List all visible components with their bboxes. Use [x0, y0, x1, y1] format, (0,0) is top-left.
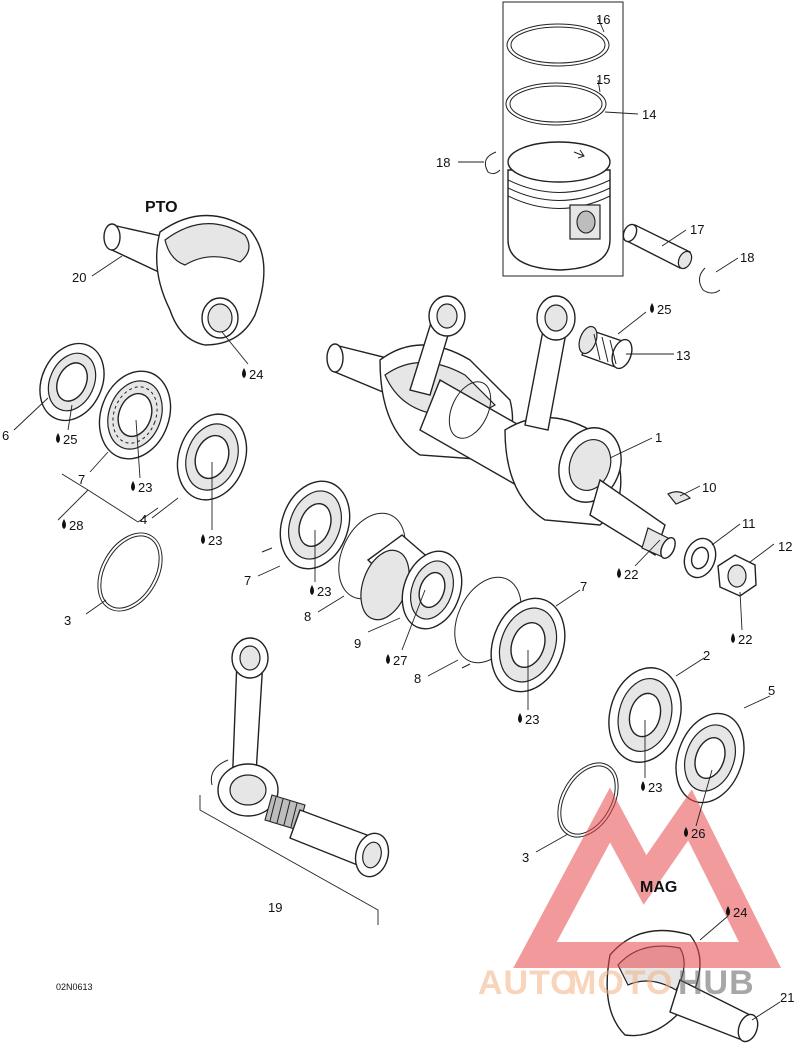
nut-12: [717, 554, 757, 597]
seal-5: [675, 712, 745, 804]
piston: [507, 169, 611, 271]
watermark-logo: AUTO MOTO HUB: [478, 787, 782, 1002]
lube-27: 27: [386, 653, 407, 668]
callout-20: 20: [72, 270, 86, 285]
callout-5: 5: [768, 683, 775, 698]
svg-text:25: 25: [63, 432, 77, 447]
lube-25-left: 25: [56, 432, 77, 447]
svg-text:23: 23: [317, 584, 331, 599]
con-rod-left: [409, 295, 466, 396]
lube-23-bearing-7-center: 23: [310, 584, 331, 599]
callout-15: 15: [596, 72, 610, 87]
callout-10: 10: [702, 480, 716, 495]
svg-text:27: 27: [393, 653, 407, 668]
svg-text:24: 24: [733, 905, 747, 920]
lube-22-nut: 22: [731, 632, 752, 647]
needle-bearing-13: [578, 325, 633, 370]
callout-3-left: 3: [64, 613, 71, 628]
lube-25-top: 25: [650, 302, 671, 317]
dowel-pin-7: [261, 547, 273, 553]
piston-group: [484, 1, 721, 294]
callout-1: 1: [655, 430, 662, 445]
callout-18-top: 18: [436, 155, 450, 170]
pto-crank-half-20: [103, 214, 265, 346]
callout-14: 14: [642, 107, 656, 122]
callout-8-left: 8: [304, 609, 311, 624]
callout-8-right: 8: [414, 671, 421, 686]
callout-3-right: 3: [522, 850, 529, 865]
watermark-triangle: [513, 787, 782, 968]
seal-6: [39, 342, 105, 422]
bearing-4: [176, 413, 248, 501]
lube-24-mag: 24: [726, 905, 747, 920]
svg-text:23: 23: [525, 712, 539, 727]
watermark-text-hub: HUB: [678, 964, 755, 1002]
bearing-7-right: [490, 597, 566, 693]
con-rod-assembly-19: [199, 637, 390, 925]
sleeve-9: [360, 534, 463, 630]
callout-7-left: 7: [78, 472, 85, 487]
piston-ring-15: [505, 82, 607, 126]
callout-18-right: 18: [740, 250, 754, 265]
drawing-code: 02N0613: [56, 982, 93, 992]
lube-26: 26: [684, 826, 705, 841]
svg-text:22: 22: [624, 567, 638, 582]
lube-23-bearing-2: 23: [641, 780, 662, 795]
callout-9: 9: [354, 636, 361, 651]
bearing-7-left: [98, 370, 172, 460]
circlip-18-right: [699, 267, 721, 294]
callout-16: 16: [596, 12, 610, 27]
callout-7-right: 7: [580, 579, 587, 594]
lubricant-labels: 25 24 25 23 28 23 22 23: [56, 302, 752, 920]
callout-13: 13: [676, 348, 690, 363]
svg-text:26: 26: [691, 826, 705, 841]
mag-heading: MAG: [640, 879, 677, 896]
washer-11: [683, 537, 717, 579]
bearing-2: [608, 667, 682, 763]
svg-text:23: 23: [648, 780, 662, 795]
callout-17: 17: [690, 222, 704, 237]
o-ring-3-left: [97, 532, 163, 612]
circlip-18-top: [484, 151, 501, 175]
svg-text:22: 22: [738, 632, 752, 647]
callout-7-center: 7: [244, 573, 251, 588]
lube-24-pto: 24: [242, 367, 263, 382]
callout-21: 21: [780, 990, 794, 1005]
piston-box: [502, 1, 624, 277]
callout-6: 6: [2, 428, 9, 443]
svg-text:23: 23: [208, 533, 222, 548]
lube-23-bearing-7-right: 23: [518, 712, 539, 727]
lube-23-bearing-4: 23: [201, 533, 222, 548]
svg-text:25: 25: [657, 302, 671, 317]
con-rod-right: [524, 295, 576, 431]
callout-19: 19: [268, 900, 282, 915]
svg-text:24: 24: [249, 367, 263, 382]
callout-11: 11: [742, 516, 756, 531]
callout-12: 12: [778, 539, 792, 554]
lube-28: 28: [62, 518, 83, 533]
watermark-text-auto: AUTO: [478, 964, 578, 1002]
lube-22-shaft: 22: [617, 567, 638, 582]
bearing-7-center: [279, 480, 351, 570]
watermark-text-moto: MOTO: [568, 964, 673, 1002]
key-10: [667, 491, 692, 505]
callout-4: 4: [140, 512, 147, 527]
callout-2: 2: [703, 648, 710, 663]
callout-labels: 16 15 14 18 17 18 20 13 1 10 11 12 6 7 4…: [2, 12, 794, 1005]
piston-ring-16: [506, 23, 610, 67]
piston-pin-17: [622, 223, 693, 270]
svg-text:23: 23: [138, 480, 152, 495]
leader-lines: [13, 17, 781, 1021]
lube-23-bearing-7-left: 23: [131, 480, 152, 495]
crankshaft-1: [326, 295, 676, 559]
svg-text:28: 28: [69, 518, 83, 533]
pto-heading: PTO: [145, 199, 178, 216]
